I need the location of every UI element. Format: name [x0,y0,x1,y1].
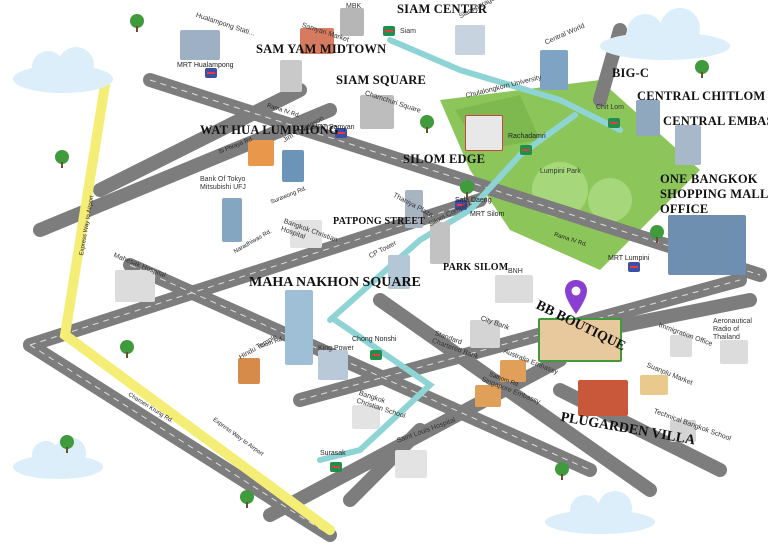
building-thaniya-plaza [405,190,423,228]
building-mahesak-hospital [115,270,155,302]
tree-icon [650,225,664,243]
tree-icon [555,462,569,480]
building-hualampong-station [180,30,220,60]
label-silom-edge: SILOM EDGE [403,152,486,166]
building-chamchuri-square [360,95,394,129]
label-siam-square: SIAM SQUARE [336,73,427,87]
si-phraya-road [93,83,307,197]
label-central-chitlom: CENTRAL CHITLOM [637,89,766,103]
building-samyan-midtown [280,60,302,92]
bts-station-icon [608,118,620,128]
building-saint-louis-hospital [395,450,427,478]
label-maha-nakhon-square: MAHA NAKHON SQUARE [249,275,421,290]
building-immigration-office [670,335,692,357]
building-maha-nakhon [285,290,313,365]
building-bnh [495,275,533,303]
building-mbk [340,8,364,36]
label-patpong-street: PATPONG STREET [333,216,426,227]
tree-icon [60,435,74,453]
cloud-icon [600,8,730,60]
building-central-chitlom [636,100,660,136]
label-mrt-lumpini: MRT Lumpini [608,255,650,262]
label-king-power: King Power [318,345,354,352]
expressway [59,80,335,535]
building-aeronautical-radio [720,340,748,364]
park-pavilion-area [588,178,632,222]
tree-icon [55,150,69,168]
label-sam-yam-midtown: SAM YAM MIDTOWN [256,42,387,56]
building-silom-complex [430,222,450,264]
label-chit-lom: Chit Lom [596,104,625,111]
label-mrt-hualampong: MRT Hualampong [177,62,234,69]
building-bb-boutique [538,318,622,362]
label-sala-daeng: Sala Daeng [455,197,492,204]
building-australia-embassy [500,360,526,382]
location-pin-icon [565,280,587,314]
label-siam-center: SIAM CENTER [397,2,488,16]
building-king-power [318,350,348,380]
label-one-bangkok-3: OFFICE [660,202,709,216]
tree-icon [240,490,254,508]
building-central-embassy [675,125,701,165]
tree-icon [460,180,474,198]
label-big-c: BIG-C [612,66,650,80]
label-mrt-samyan: MRT Samyan [312,124,355,131]
building-singapore-embassy [475,385,501,407]
building-cp-tower [388,255,410,289]
tree-icon [695,60,709,78]
building-suanplu-market [640,375,668,395]
building-one-bangkok [668,215,746,275]
east-road [593,293,757,337]
sathorn-soi-road [373,293,657,497]
cloud-icon [13,437,103,479]
building-jim-thompson [282,150,304,182]
building-wat-hua-lumphong [248,140,274,166]
tree-icon [120,340,134,358]
label-surasak: Surasak [320,450,346,457]
bts-station-icon [370,350,382,360]
label-one-bangkok-2: SHOPPING MALL & [660,187,768,201]
metro-station-icon [335,128,347,138]
label-bank-of-tokyo: Bank Of Tokyo Mitsubishi UFJ [200,176,246,191]
building-samyan-market [300,28,334,54]
surasak-road [343,423,427,507]
sathorn-road [293,273,747,407]
label-rachadamri: Rachadamri [508,133,546,140]
label-aeronautical-radio: Aeronautical Radio of Thailand [713,318,752,341]
bts-station-icon [383,26,395,36]
building-chulalongkorn [465,115,503,151]
cloud-icon [13,47,113,93]
label-mbk: MBK [346,3,362,10]
tree-icon [130,14,144,32]
bts-station-icon [520,145,532,155]
building-hindu-temple [238,358,260,384]
building-siam-paragon [455,25,485,55]
label-wat-hua-lumphong: WAT HUA LUMPHONG [200,123,339,137]
label-mrt-silom: MRT Silom [470,211,505,218]
building-bank-of-tokyo [222,198,242,242]
metro-station-icon [205,68,217,78]
label-bnh: BNH [508,268,523,275]
tree-icon [420,115,434,133]
metro-station-icon [628,262,640,272]
building-city-bank [470,320,500,348]
building-bangkok-christian-school [352,405,380,429]
metro-station-icon [455,200,467,210]
building-plugarden-villa [578,380,628,416]
label-siam: Siam [400,28,416,35]
label-chong-nonsi: Chong Nonshi [352,336,397,343]
building-central-world [540,50,568,90]
label-lumpini-park: Lumpini Park [540,168,581,175]
cloud-icon [545,491,655,534]
bts-station-icon [330,462,342,472]
building-bangkok-christian-hospital [290,220,322,248]
label-park-silom: PARK SILOM [443,262,509,273]
label-one-bangkok-1: ONE BANGKOK [660,172,758,186]
label-central-embassy: CENTRAL EMBASSY [663,114,768,128]
building-technical-school [670,420,696,442]
